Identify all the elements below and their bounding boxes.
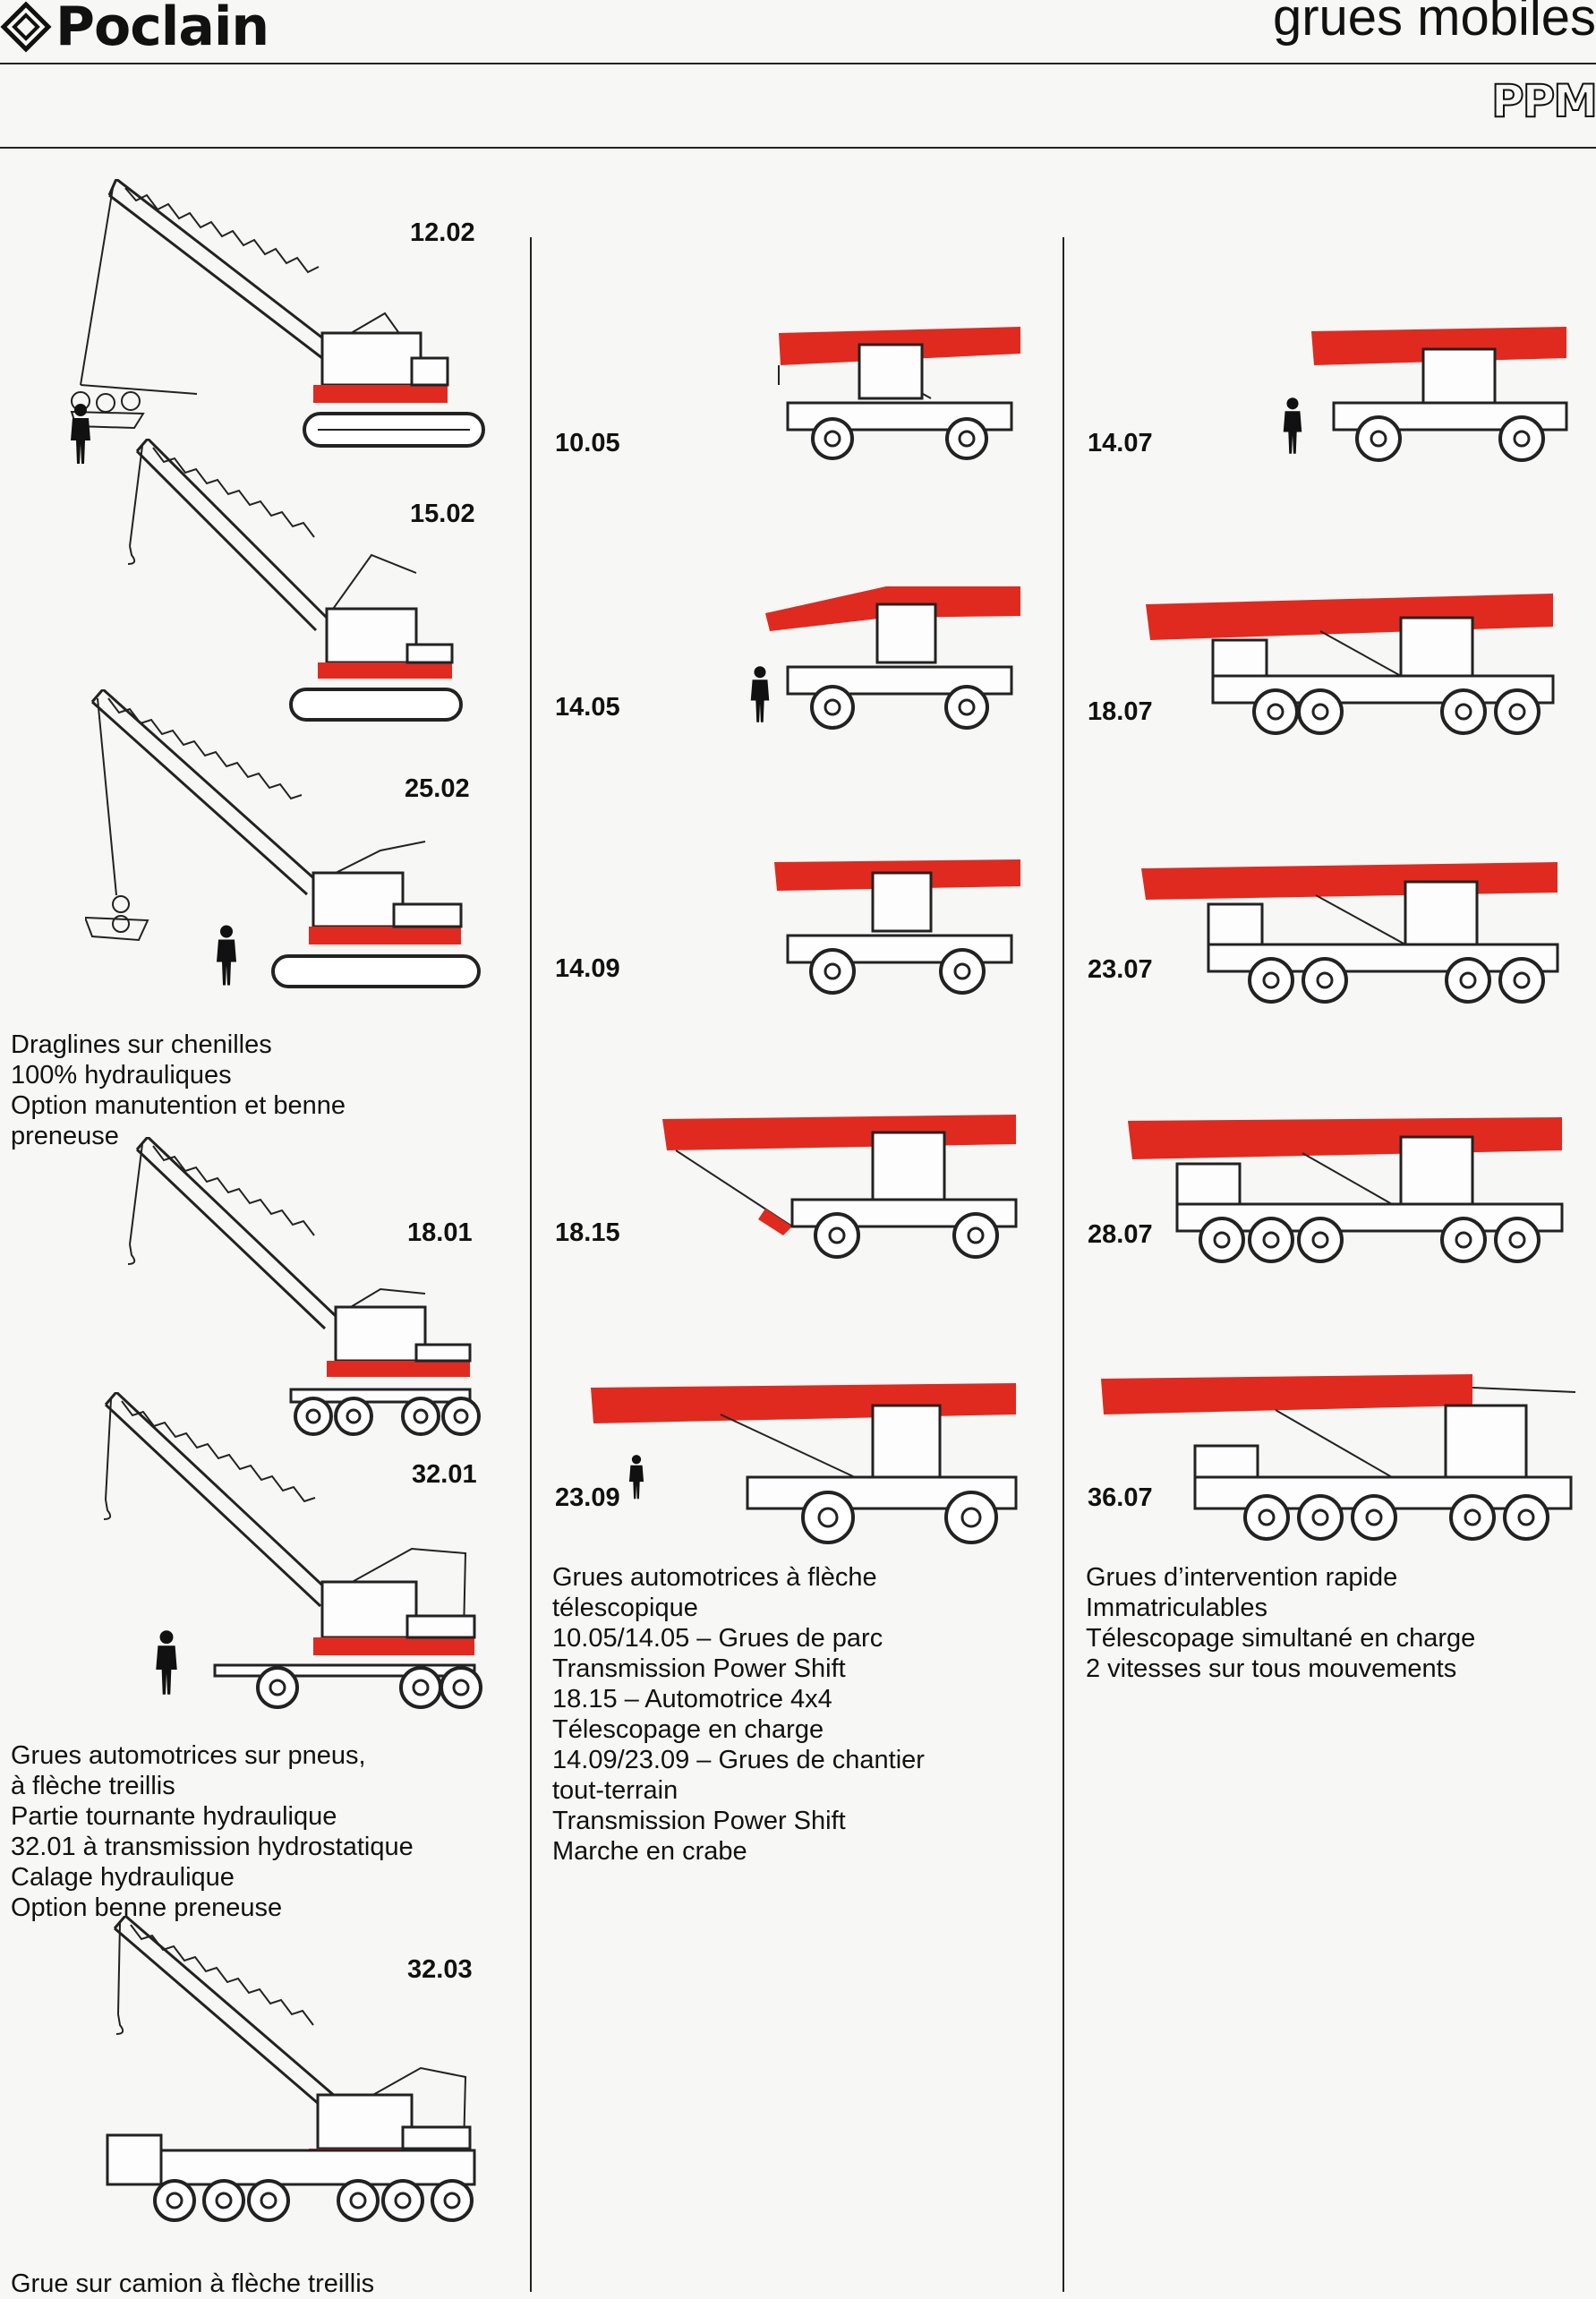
model-label: 15.02 xyxy=(410,500,475,528)
column-divider-1 xyxy=(530,237,532,2292)
crane-illustration-10-05 xyxy=(778,327,1020,460)
crane-illustration-18-07 xyxy=(1146,594,1555,735)
person-icon xyxy=(217,925,236,986)
crane-illustration-14-05 xyxy=(765,586,1020,730)
crane-illustration-36-07 xyxy=(1101,1374,1576,1541)
header-divider-2 xyxy=(0,147,1596,149)
model-label: 32.03 xyxy=(407,1955,473,1984)
crane-illustration-23-07 xyxy=(1141,862,1559,1004)
model-label: 10.05 xyxy=(555,429,620,457)
description-camion: Grue sur camion à flèche treillis xyxy=(11,2269,375,2298)
crane-illustration-18-15 xyxy=(662,1115,1018,1259)
person-icon xyxy=(750,666,770,722)
crane-illustration-32-03 xyxy=(106,1916,476,2222)
crane-illustration-14-07 xyxy=(1311,327,1568,462)
model-label: 36.07 xyxy=(1088,1483,1153,1512)
description-intervention: Grues d’intervention rapide Immatriculab… xyxy=(1086,1563,1476,1683)
model-label: 23.07 xyxy=(1088,955,1153,984)
crane-illustration-32-01 xyxy=(103,1392,482,1709)
model-label: 25.02 xyxy=(405,774,470,803)
column-divider-2 xyxy=(1063,237,1064,2292)
model-label: 32.01 xyxy=(412,1460,477,1489)
crane-illustration-23-09 xyxy=(591,1383,1018,1544)
header-divider xyxy=(0,63,1596,64)
model-label: 12.02 xyxy=(410,218,475,247)
description-automotrices-pneus: Grues automotrices sur pneus, à flèche t… xyxy=(11,1741,414,1922)
person-icon xyxy=(628,1455,644,1500)
model-label: 14.05 xyxy=(555,693,620,722)
poclain-diamond-icon xyxy=(0,1,52,53)
crane-illustration-18-01 xyxy=(127,1137,481,1436)
page-title: grues mobiles xyxy=(1272,0,1596,47)
person-icon xyxy=(156,1630,177,1695)
brand-name: Poclain xyxy=(55,0,269,58)
person-icon xyxy=(71,404,90,464)
description-telescopique: Grues automotrices à flèche télescopique… xyxy=(552,1563,925,1866)
crane-illustration-28-07 xyxy=(1128,1117,1564,1263)
model-label: 18.15 xyxy=(555,1218,620,1247)
crane-illustration-15-02 xyxy=(127,439,463,722)
model-label: 18.01 xyxy=(407,1218,473,1247)
model-label: 23.09 xyxy=(555,1483,620,1512)
crane-illustration-14-09 xyxy=(774,859,1020,995)
crane-illustration-12-02 xyxy=(70,179,485,448)
poclain-logo: Poclain xyxy=(0,0,269,54)
description-draglines: Draglines sur chenilles 100% hydraulique… xyxy=(11,1030,346,1150)
model-label: 14.09 xyxy=(555,954,620,983)
model-label: 18.07 xyxy=(1088,697,1153,726)
crane-illustration-25-02 xyxy=(85,689,481,988)
ppm-logo: PPM xyxy=(1490,75,1596,127)
person-icon xyxy=(1283,397,1302,454)
model-label: 28.07 xyxy=(1088,1220,1153,1249)
model-label: 14.07 xyxy=(1088,429,1153,457)
